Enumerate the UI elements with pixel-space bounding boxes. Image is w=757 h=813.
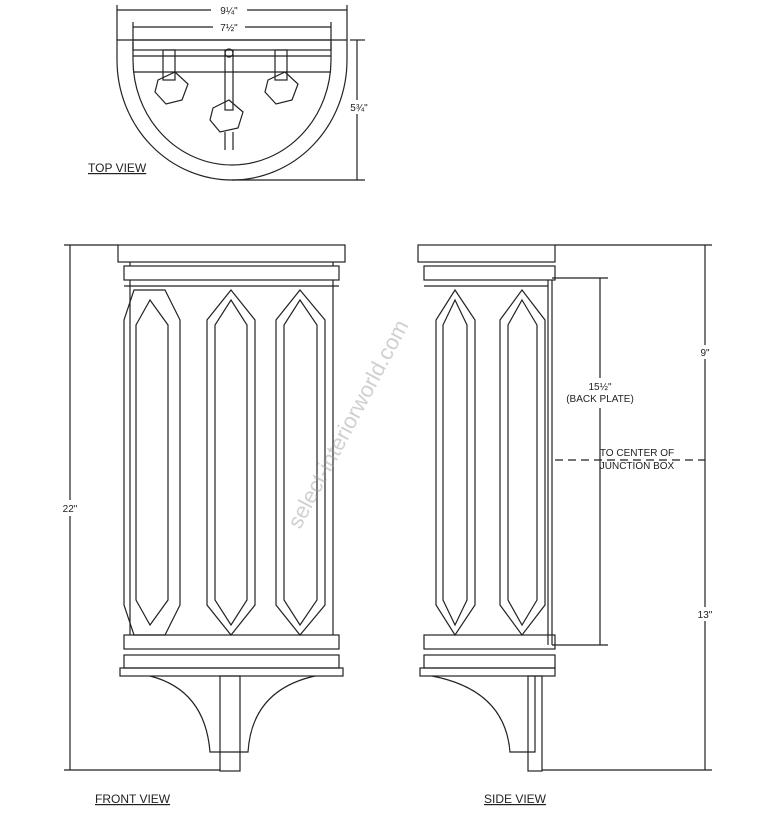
front-view-label: FRONT VIEW	[95, 792, 171, 806]
dim-overall-height: 22"	[63, 504, 78, 515]
junction-note-line2: JUNCTION BOX	[600, 461, 675, 472]
dim-overall-width: 9¼"	[220, 5, 238, 17]
dim-lower-height: 13"	[698, 610, 713, 621]
dim-back-plate: 15½"	[588, 382, 611, 393]
crystal-hexagon	[209, 99, 244, 133]
watermark: select-interiorworld.com	[282, 316, 413, 533]
top-view-label: TOP VIEW	[88, 161, 147, 175]
crystal-hexagon	[154, 71, 189, 105]
back-plate-note: (BACK PLATE)	[566, 394, 634, 405]
top-view	[116, 4, 374, 181]
junction-note-line1: TO CENTER OF	[600, 448, 674, 459]
front-view	[58, 244, 346, 772]
front-arm-bracket	[149, 675, 316, 753]
top-view-inner-shell	[132, 42, 332, 166]
dim-upper-height: 9"	[700, 348, 710, 359]
side-view	[417, 244, 716, 772]
dim-back-width: 7½"	[220, 23, 238, 34]
dim-depth: 5¾"	[350, 103, 368, 114]
front-top-canopy	[117, 244, 346, 263]
crystal-hexagon	[264, 71, 299, 105]
side-view-label: SIDE VIEW	[484, 792, 547, 806]
